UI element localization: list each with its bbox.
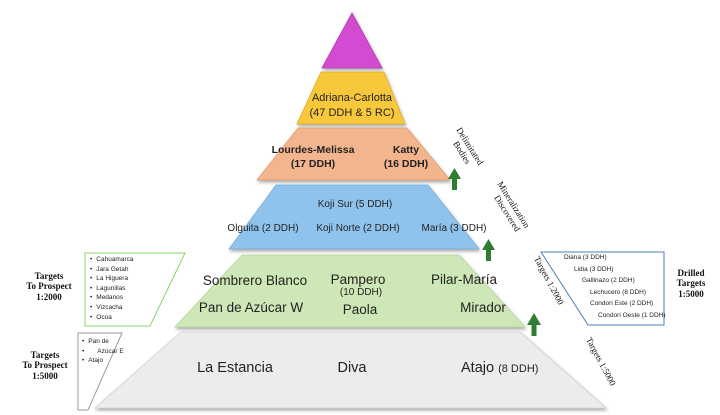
list-item: Vizcacha xyxy=(90,303,134,313)
tier2-r2-left: Pan de Azúcar W xyxy=(198,300,304,315)
tier1-mid: Diva xyxy=(337,360,367,376)
tier4-right-name: Katty xyxy=(392,144,420,156)
tier1-right-detail: (8 DDH) xyxy=(498,363,539,375)
tier2-r2-mid: Paola xyxy=(342,302,378,317)
list-item: Lechucero (8 DDH) xyxy=(590,288,646,296)
tier1-left: La Estancia xyxy=(197,360,273,376)
list-item: Medanos xyxy=(90,293,134,303)
list-item: Pan de xyxy=(82,337,124,347)
tier2-r1-mid-detail: (10 DDH) xyxy=(339,287,383,298)
list-item: Jara Getah xyxy=(90,265,134,275)
up-arrow-icon xyxy=(448,168,461,190)
list-item: Lagunillas xyxy=(90,284,134,294)
list-item: Atajo xyxy=(82,356,124,366)
tier-2-targets xyxy=(174,254,526,328)
tier5-name: Adriana-Carlotta xyxy=(311,92,393,104)
prospect-2000-list: Cahuamarca Jara Getah La Higuera Lagunil… xyxy=(90,255,134,323)
up-arrow-icon xyxy=(527,313,541,336)
arrow-icons xyxy=(448,168,541,336)
tier2-r1-mid: Pampero xyxy=(330,272,386,287)
tier-5-adriana xyxy=(296,71,406,125)
tier2-r1-right: Pilar-María xyxy=(430,272,498,287)
list-item: Gallinazo (2 DDH) xyxy=(582,277,635,285)
drilled-targets-list: Diana (3 DDH) Lidia (3 DDH) Gallinazo (2… xyxy=(556,252,666,322)
tier3-left: Olguita (2 DDH) xyxy=(227,223,299,234)
tier-4-delimitated xyxy=(256,127,451,181)
tier3-mid: Koji Norte (2 DDH) xyxy=(316,223,400,234)
tier-3-mineralization xyxy=(228,184,480,250)
up-arrow-icon xyxy=(482,239,495,261)
tier5-detail: (47 DDH & 5 RC) xyxy=(309,107,395,119)
tier3-top: Koji Sur (5 DDH) xyxy=(317,199,393,210)
list-item: Azúcar E xyxy=(82,347,123,357)
tier4-left-detail: (17 DDH) xyxy=(290,158,336,170)
list-item: Cahuamarca xyxy=(90,255,133,265)
prospect-5000-title: Targets To Prospect 1:5000 xyxy=(22,350,68,381)
tier4-right-detail: (16 DDH) xyxy=(383,158,429,170)
tier3-right: María (3 DDH) xyxy=(421,223,487,234)
tier1-right-name: Atajo xyxy=(461,360,495,376)
list-item: La Higuera xyxy=(90,274,134,284)
list-item: Ocoa xyxy=(90,313,134,323)
tier2-r1-left: Sombrero Blanco xyxy=(202,273,308,288)
tier1-right: Atajo (8 DDH) xyxy=(461,360,538,376)
list-item: Lidia (3 DDH) xyxy=(574,265,614,273)
list-item: Diana (3 DDH) xyxy=(564,254,607,261)
drilled-targets-title: Drilled Targets 1:5000 xyxy=(676,268,706,299)
prospect-5000-list: Pan de Azúcar E Atajo xyxy=(82,337,124,366)
prospect-2000-title: Targets To Prospect 1:2000 xyxy=(26,271,72,302)
tier-6-apex xyxy=(321,12,383,69)
tier2-r2-right: Mirador xyxy=(460,300,506,315)
list-item: Condori Este (2 DDH) xyxy=(590,300,654,308)
tier-1-base xyxy=(93,331,608,409)
list-item: Condori Oeste (1 DDH) xyxy=(598,311,666,319)
tier4-left-name: Lourdes-Melissa xyxy=(271,144,355,156)
drilled-targets-box xyxy=(540,251,665,326)
